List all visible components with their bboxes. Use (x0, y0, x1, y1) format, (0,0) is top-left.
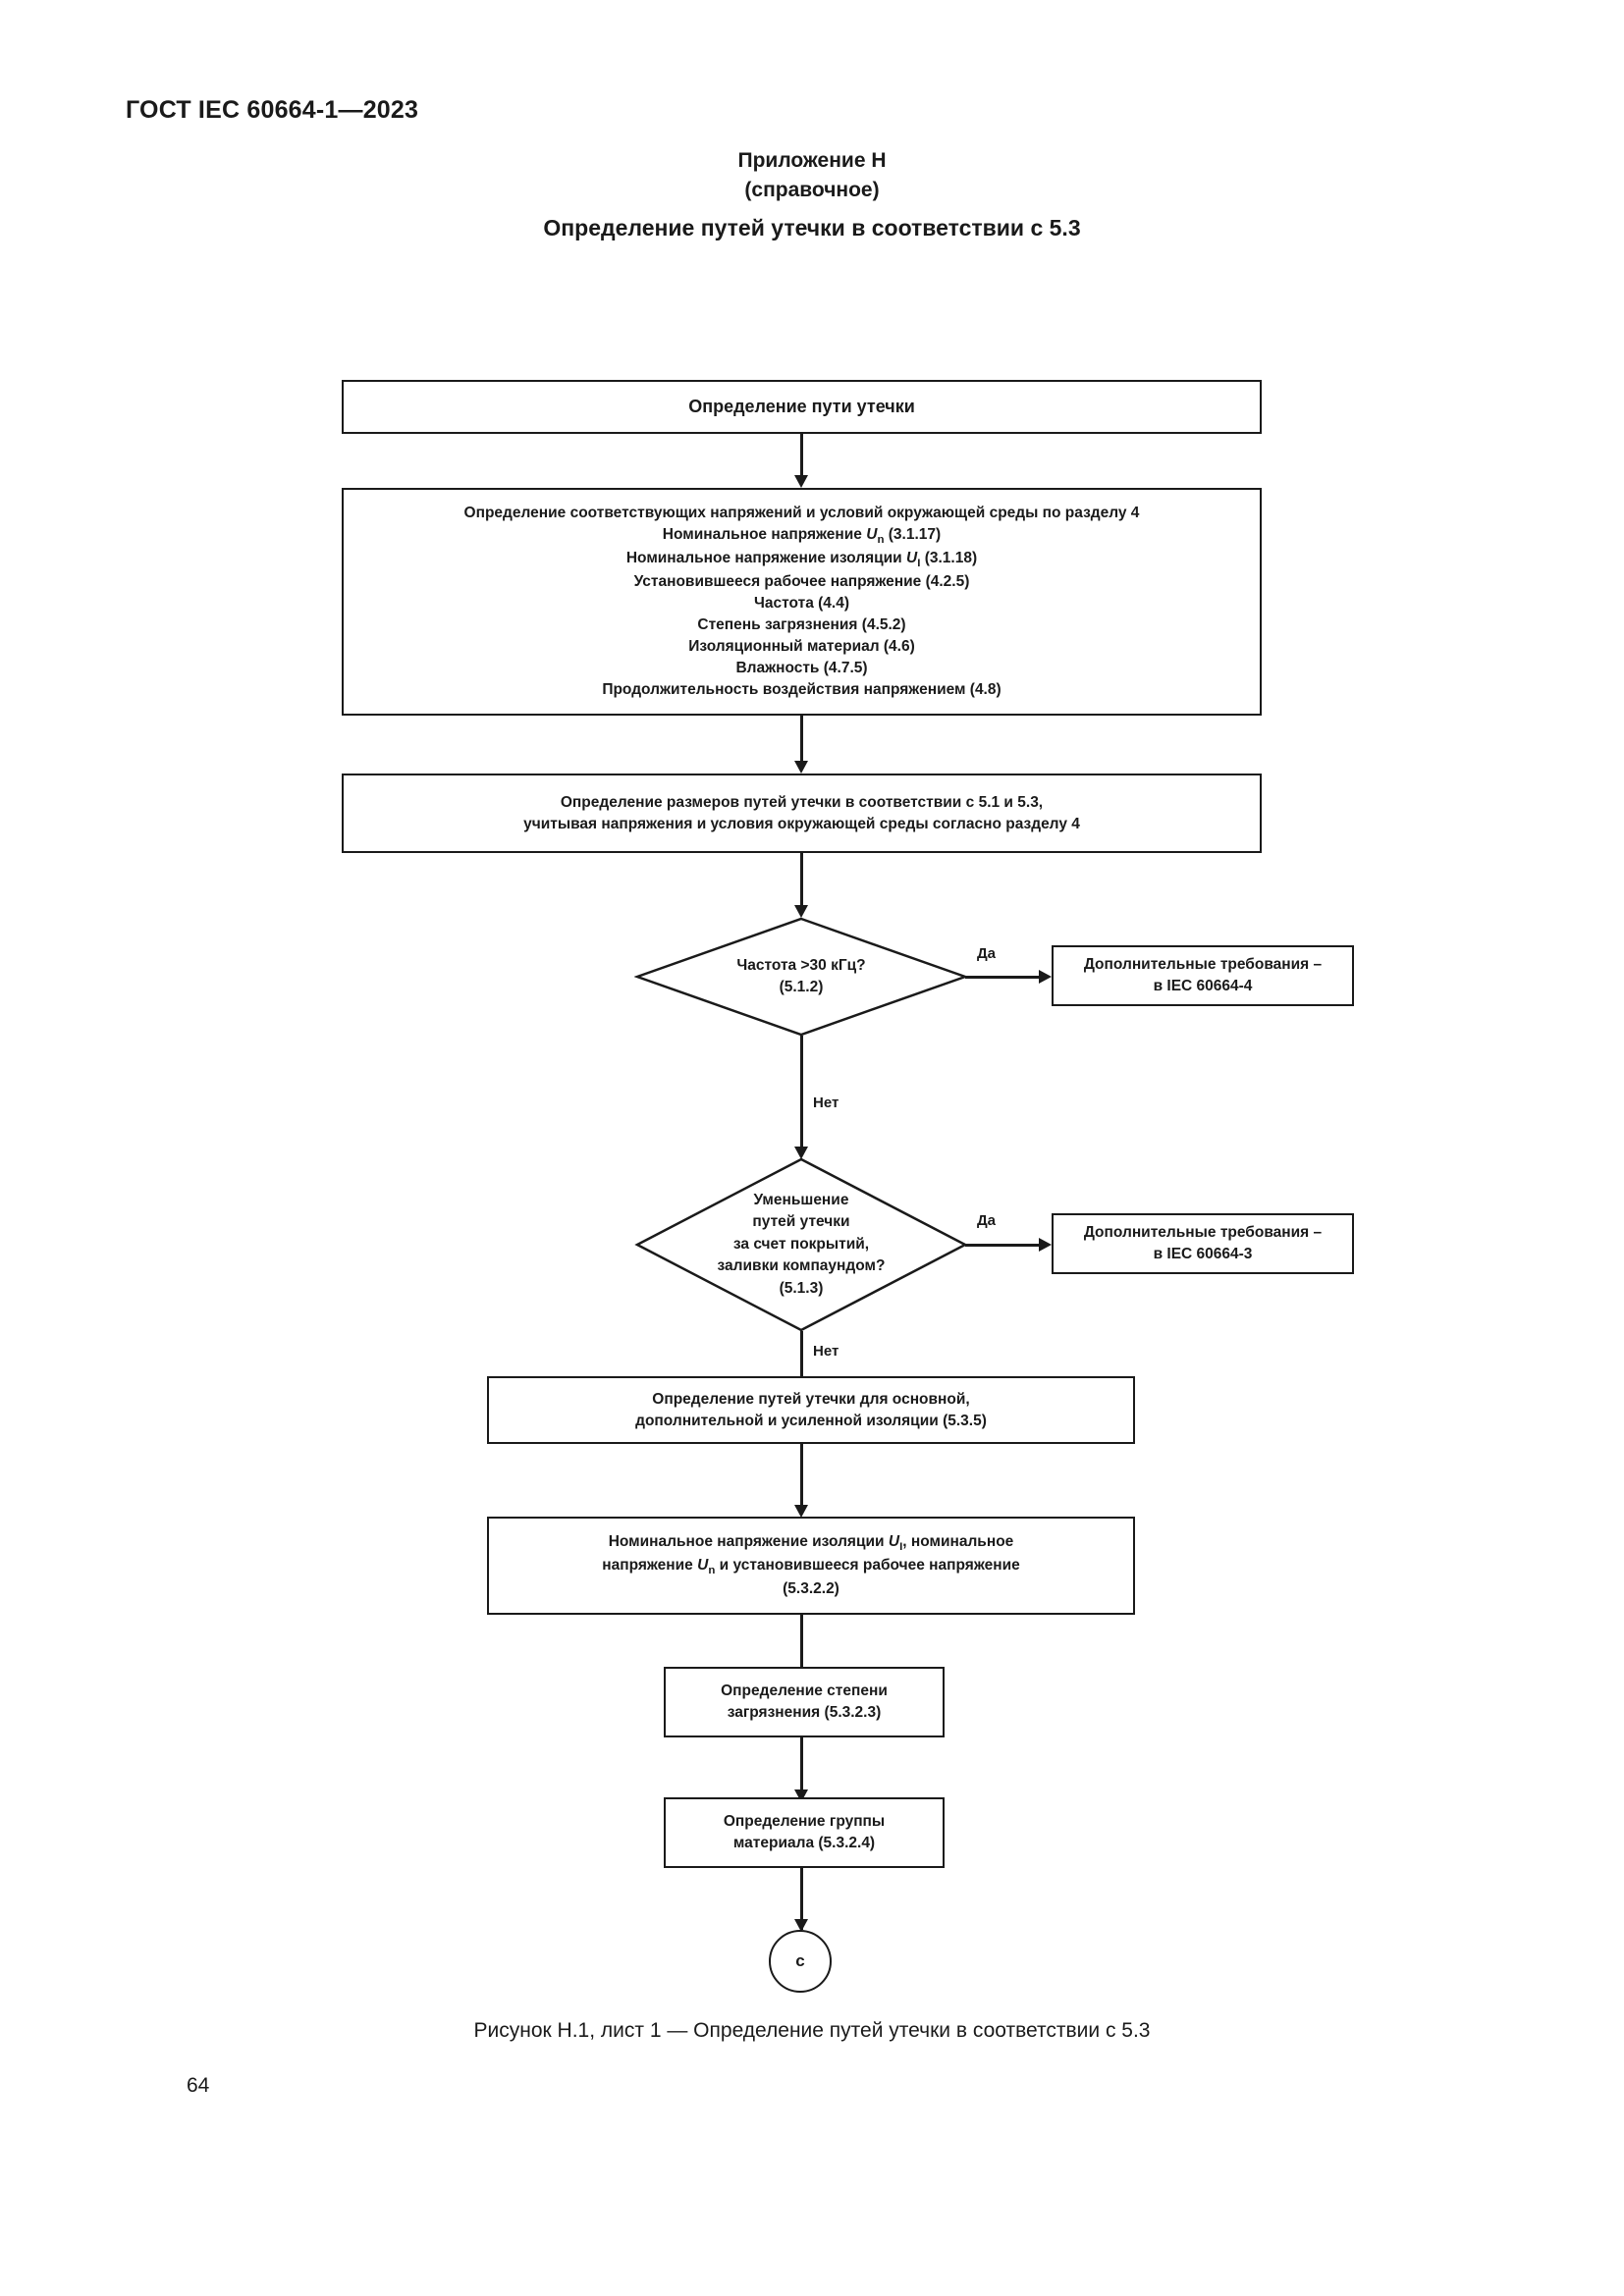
flow-arrow-material-to-connector-head (794, 1919, 808, 1932)
figure-caption: Рисунок Н.1, лист 1 — Определение путей … (473, 2019, 1151, 2042)
flow-node-coating-decision-text: Уменьшение путей утечки за счет покрытий… (717, 1191, 886, 1297)
flow-arrow-freq-yes-line (965, 976, 1044, 979)
flow-arrow-sizing-to-freq-line (800, 853, 803, 914)
flow-node-iec60664-4: Дополнительные требования – в IEC 60664-… (1052, 945, 1354, 1006)
flow-node-inputs: Определение соответствующих напряжений и… (342, 488, 1262, 716)
flow-arrow-coating-no-line (800, 1331, 803, 1397)
flow-node-start: Определение пути утечки (342, 380, 1262, 434)
flow-arrow-inputs-to-sizing-head (794, 761, 808, 774)
flow-node-sizing: Определение размеров путей утечки в соот… (342, 774, 1262, 853)
flow-node-connector-c-label: с (795, 1951, 805, 1970)
flow-arrow-material-to-connector-line (800, 1868, 803, 1930)
flow-node-sizing-text: Определение размеров путей утечки в соот… (523, 793, 1080, 832)
flow-arrow-inputs-to-sizing-line (800, 716, 803, 767)
flow-arrow-freq-no-head (794, 1147, 808, 1159)
flow-arrow-freq-no-line (800, 1036, 803, 1155)
annex-status: (справочное) (744, 179, 880, 201)
flow-arrow-freq-yes-head (1039, 970, 1052, 984)
annex-subject-heading: Определение путей утечки в соответствии … (543, 215, 1081, 240)
diamond-shape-frequency (634, 917, 968, 1037)
flow-node-inputs-text: Определение соответствующих напряжений и… (463, 504, 1140, 699)
flow-node-coating-decision: Уменьшение путей утечки за счет покрытий… (634, 1156, 968, 1333)
flow-arrow-insulation-to-voltages-line (800, 1444, 803, 1513)
flow-arrow-coating-yes-line (965, 1244, 1044, 1247)
flow-node-insulation-creepage: Определение путей утечки для основной, д… (487, 1376, 1135, 1444)
flow-arrow-start-to-inputs-head (794, 475, 808, 488)
flow-label-freq-yes: Да (977, 945, 997, 962)
page-number: 64 (187, 2074, 210, 2097)
flow-arrow-insulation-to-voltages-head (794, 1505, 808, 1518)
diamond-shape-coating (634, 1157, 968, 1332)
flow-arrow-pollution-to-material-line (800, 1737, 803, 1797)
flow-arrow-voltages-to-pollution-line (800, 1615, 803, 1677)
flow-node-material-group-text: Определение группы материала (5.3.2.4) (723, 1813, 886, 1851)
annex-title: Приложение Н (737, 149, 887, 172)
document-header: ГОСТ IEC 60664-1—2023 (126, 96, 419, 124)
flow-node-pollution-degree-text: Определение степени загрязнения (5.3.2.3… (721, 1682, 888, 1721)
flow-node-iec60664-4-text: Дополнительные требования – в IEC 60664-… (1083, 956, 1323, 994)
flow-node-connector-c: с (769, 1930, 832, 1993)
flow-label-coating-no: Нет (813, 1343, 839, 1360)
flow-arrow-start-to-inputs-line (800, 434, 803, 481)
flow-label-freq-no: Нет (813, 1095, 839, 1111)
flow-label-coating-yes: Да (977, 1212, 997, 1229)
flow-node-iec60664-3: Дополнительные требования – в IEC 60664-… (1052, 1213, 1354, 1274)
flow-node-iec60664-3-text: Дополнительные требования – в IEC 60664-… (1083, 1224, 1323, 1262)
flow-arrow-sizing-to-freq-head (794, 905, 808, 918)
flow-node-frequency-decision-text: Частота >30 кГц? (5.1.2) (736, 956, 866, 995)
flow-node-rated-voltages-text: Номинальное напряжение изоляции UI, номи… (602, 1532, 1020, 1598)
flow-arrow-coating-yes-head (1039, 1238, 1052, 1252)
flow-node-frequency-decision: Частота >30 кГц? (5.1.2) (634, 916, 968, 1038)
flow-node-material-group: Определение группы материала (5.3.2.4) (664, 1797, 945, 1868)
flow-node-pollution-degree: Определение степени загрязнения (5.3.2.3… (664, 1667, 945, 1737)
flow-node-start-text: Определение пути утечки (688, 396, 915, 416)
flow-node-rated-voltages: Номинальное напряжение изоляции UI, номи… (487, 1517, 1135, 1615)
flow-node-insulation-creepage-text: Определение путей утечки для основной, д… (635, 1390, 987, 1429)
